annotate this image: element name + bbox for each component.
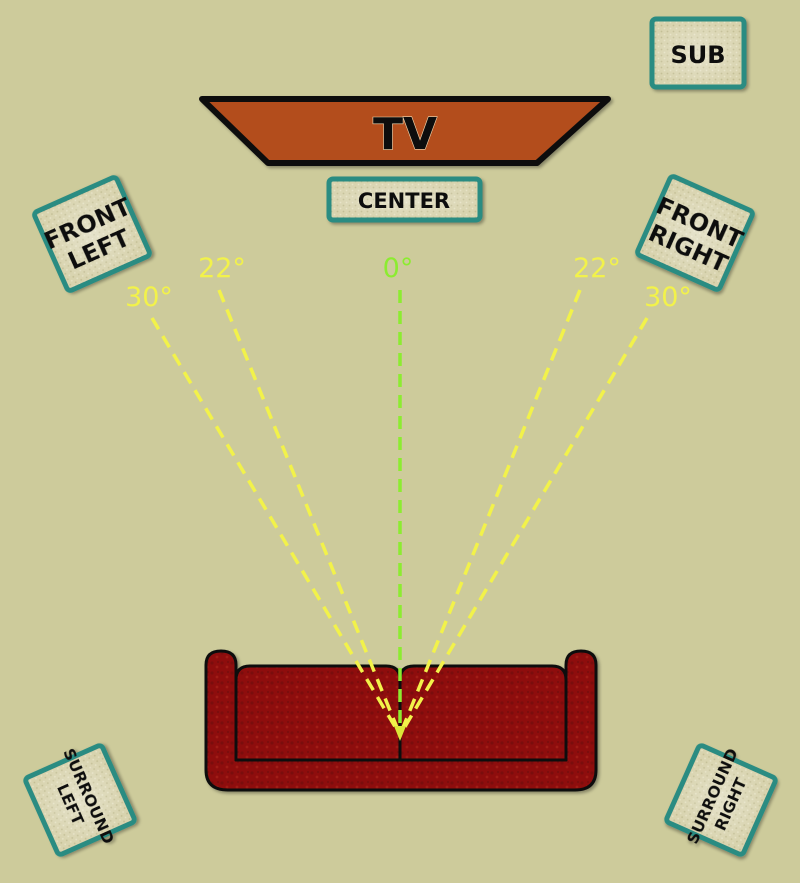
tv-label: TV — [373, 109, 437, 160]
front-left-speaker: FRONT LEFT — [32, 175, 152, 293]
angle-label-right-22: 22° — [573, 253, 621, 284]
surround-left-speaker: SURROUND LEFT — [23, 743, 137, 857]
subwoofer-speaker: SUB — [649, 16, 747, 90]
surround-right-speaker: SURROUND RIGHT — [664, 743, 778, 857]
tv-screen: TV — [199, 96, 611, 166]
listening-position-marker — [394, 726, 406, 741]
angle-label-left-22: 22° — [198, 253, 246, 284]
listening-angle-lines — [150, 289, 649, 736]
angle-line-right-30 — [398, 317, 649, 736]
angle-label-0: 0° — [383, 253, 414, 284]
angle-label-right-30: 30° — [644, 282, 692, 313]
sub-label: SUB — [670, 41, 725, 69]
couch-right-cushion — [398, 664, 568, 762]
couch — [204, 649, 598, 792]
front-right-speaker: FRONT RIGHT — [635, 174, 755, 292]
center-speaker: CENTER — [326, 176, 483, 223]
angle-line-left-22 — [217, 289, 402, 736]
angle-line-left-30 — [150, 317, 402, 736]
angle-line-right-22 — [398, 289, 582, 736]
angle-label-left-30: 30° — [125, 282, 173, 313]
couch-left-cushion — [234, 664, 402, 762]
center-label: CENTER — [358, 189, 450, 213]
